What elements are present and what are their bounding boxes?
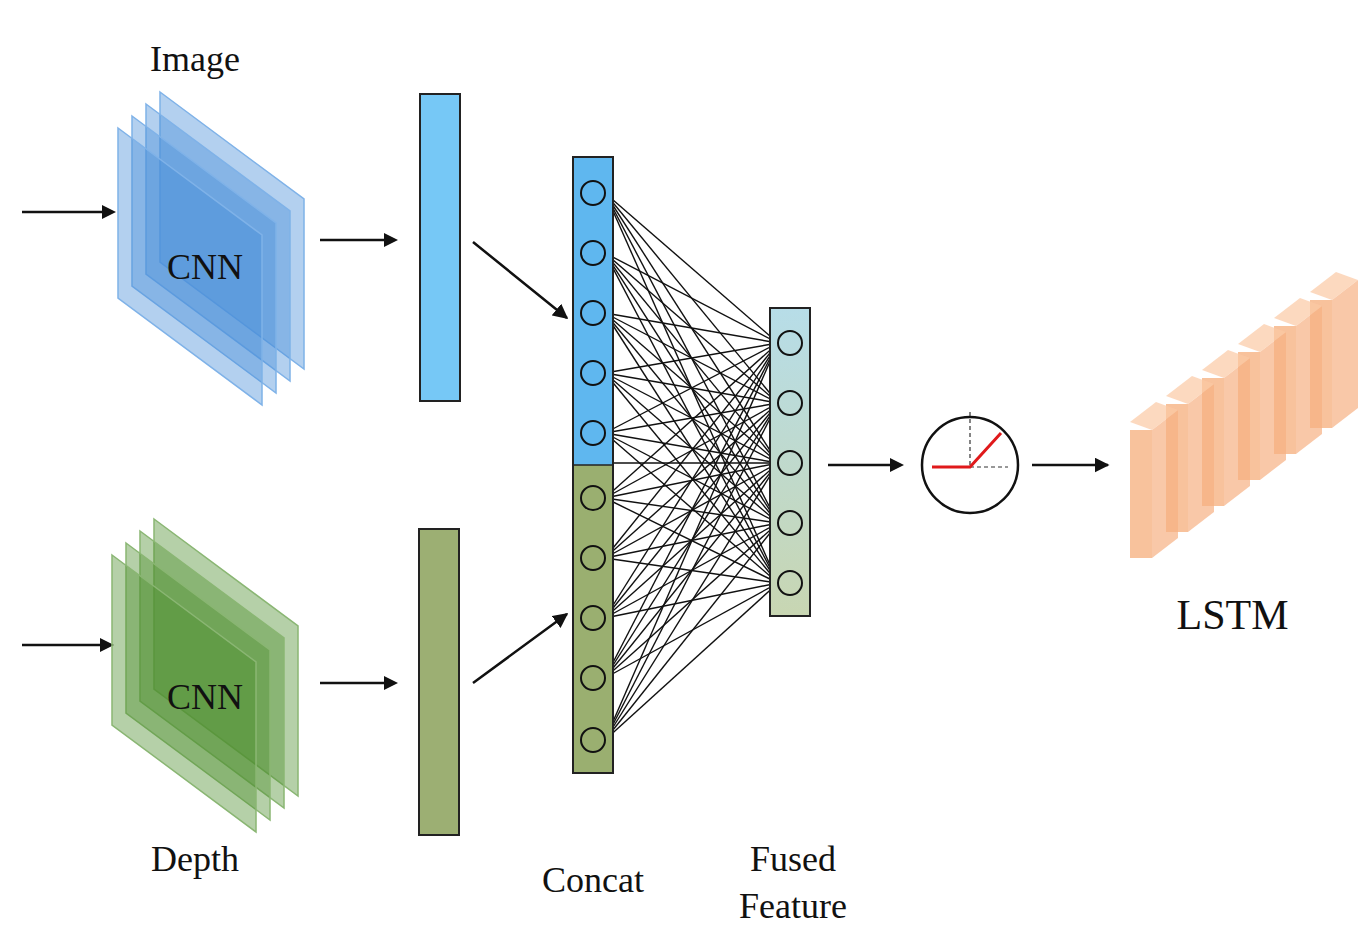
image-feature-vector — [420, 94, 460, 401]
arrow-connector — [607, 462, 778, 463]
node-label: Depth — [125, 836, 265, 883]
lstm-cell-top — [1274, 298, 1322, 326]
neuron — [581, 606, 605, 630]
lstm-stack: LSTM — [1120, 270, 1370, 590]
neuron — [778, 391, 802, 415]
fused-feature-vector-shape — [768, 306, 812, 618]
arrow-head — [102, 205, 116, 219]
concat-vector-shape — [571, 155, 615, 775]
cnn-stack: ImageCNN — [110, 30, 320, 415]
neuron — [778, 331, 802, 355]
lstm-cell-side — [1332, 280, 1358, 428]
neuron — [581, 421, 605, 445]
neuron — [581, 301, 605, 325]
lstm-cell-top — [1202, 350, 1250, 378]
input-arrow — [22, 644, 102, 647]
fully-connected-mesh — [605, 193, 778, 740]
neuron — [581, 728, 605, 752]
neuron — [581, 666, 605, 690]
cnn-stack-shape — [110, 30, 320, 415]
node-label: Concat — [521, 857, 665, 904]
lstm-cell-side — [1188, 384, 1214, 532]
arrow-head — [384, 676, 398, 690]
relu-symbol — [922, 412, 1018, 513]
concat-vector: Concat — [571, 155, 615, 775]
lstm-cell-top — [1238, 324, 1286, 352]
node-label: CNN — [140, 244, 270, 291]
fused-feature-vector: Fused Feature — [768, 306, 812, 618]
lstm-cell-side — [1296, 306, 1322, 454]
neuron — [581, 241, 605, 265]
lstm-cell-top — [1166, 376, 1214, 404]
input-arrow — [22, 211, 104, 214]
neuron — [581, 181, 605, 205]
lstm-cell-side — [1224, 358, 1250, 506]
arrow-connector — [320, 614, 567, 683]
lstm-cell-side — [1260, 332, 1286, 480]
neuron — [778, 451, 802, 475]
neuron — [778, 571, 802, 595]
lstm-cell-top — [1130, 402, 1178, 430]
neuron — [581, 546, 605, 570]
neuron — [581, 361, 605, 385]
node-label: Image — [110, 36, 280, 83]
arrow-head — [384, 233, 398, 247]
depth-feature-vector — [419, 529, 459, 835]
arrow-head — [890, 458, 904, 472]
node-label: CNN — [140, 674, 270, 721]
lstm-cell-top — [1310, 272, 1358, 300]
neuron — [778, 511, 802, 535]
lstm-cell-side — [1152, 410, 1178, 558]
lstm-stack-shape — [1120, 270, 1370, 590]
cnn-stack: CNN Depth — [105, 510, 320, 910]
node-label: LSTM — [1140, 588, 1325, 643]
arrow-connector — [320, 240, 567, 318]
neuron — [581, 486, 605, 510]
lstm-cell-front — [1130, 430, 1152, 558]
arrow-connector — [828, 464, 1108, 467]
node-label: Fused Feature — [718, 836, 868, 930]
